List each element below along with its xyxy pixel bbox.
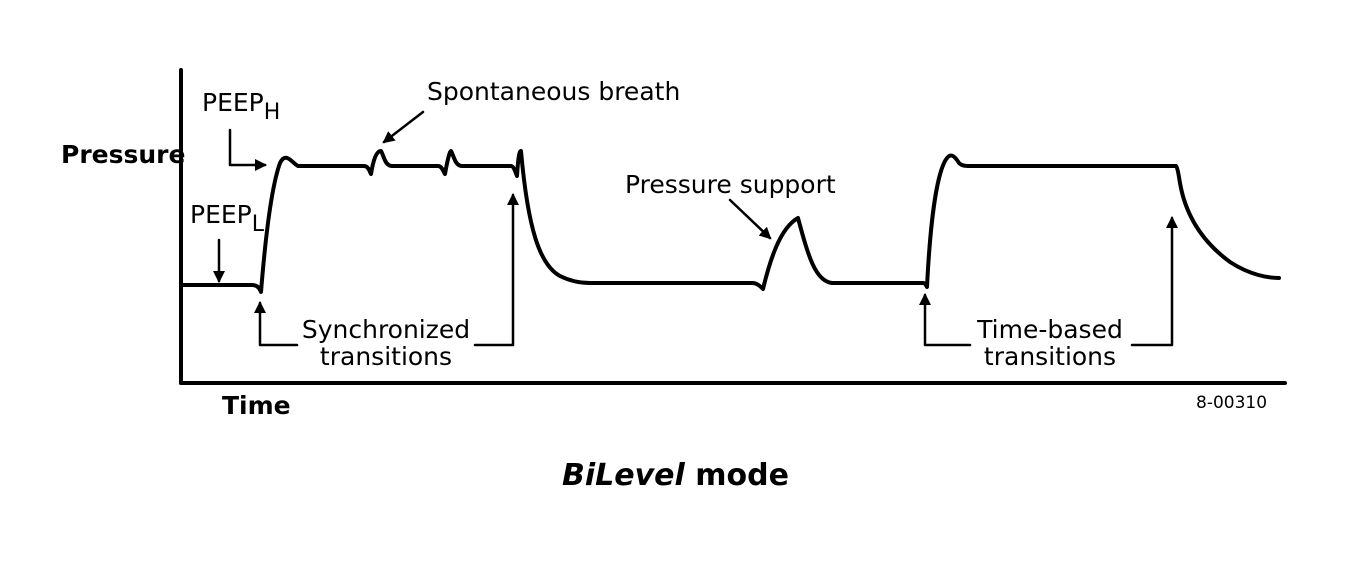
sync-right-arrow [473,193,519,347]
synchronized-label-line1: Synchronized [302,315,470,344]
peep-high-arrow [228,128,267,171]
diagram-caption: BiLevel mode [0,458,1351,493]
time-based-label-line1: Time-based [976,315,1123,344]
pressure-support-arrow [728,198,772,240]
figure-code: 8-00310 [1196,393,1267,413]
caption-mode-suffix: mode [684,458,789,493]
peep-low-base: PEEP [190,200,252,229]
peep-high-sub: H [264,100,281,125]
peep-high-base: PEEP [202,88,264,117]
y-axis-label: Pressure [61,140,185,169]
time-based-label-line2: transitions [984,342,1116,371]
time-right-arrow [1130,216,1178,347]
spontaneous-breath-label: Spontaneous breath [427,77,680,106]
peep-low-label: PEEPL [190,200,265,237]
pressure-support-label: Pressure support [625,170,836,199]
time-left-arrow [919,293,972,347]
peep-high-label: PEEPH [202,88,280,125]
peep-low-sub: L [252,212,265,237]
spontaneous-breath-arrow [382,110,425,144]
sync-left-arrow [254,301,299,347]
x-axis-label: Time [222,391,291,420]
pressure-waveform [179,149,1281,294]
synchronized-label-line2: transitions [320,342,452,371]
caption-mode-name: BiLevel [562,458,685,493]
